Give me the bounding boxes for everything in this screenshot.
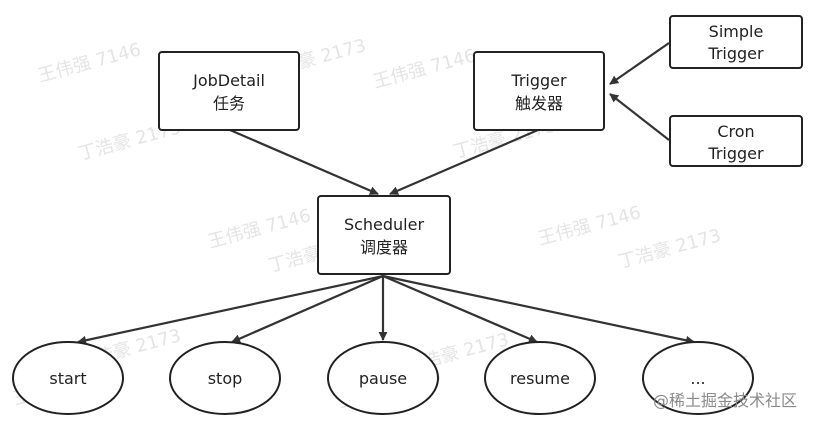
node-scheduler-title: Scheduler: [344, 215, 425, 234]
edge-trigger-to-scheduler: [389, 128, 539, 196]
edge-jobdetail-to-scheduler: [229, 128, 379, 196]
node-pause: pause: [327, 341, 439, 415]
node-stop: stop: [169, 341, 281, 415]
node-start-label: start: [49, 369, 86, 388]
watermark: 王伟强 7146: [36, 39, 143, 87]
node-cron-trigger-title: Cron: [717, 122, 754, 141]
node-trigger: Trigger 触发器: [473, 51, 605, 131]
edge-cron-trigger-to-trigger: [609, 93, 670, 141]
edge-scheduler-to-stop: [231, 274, 384, 344]
site-credit: @稀土掘金技术社区: [653, 391, 797, 410]
node-stop-label: stop: [208, 369, 243, 388]
node-resume: resume: [484, 341, 596, 415]
node-scheduler-subtitle: 调度器: [360, 238, 408, 257]
watermark: 王伟强 7146: [371, 45, 478, 93]
node-simple-trigger-title: Simple: [709, 22, 764, 41]
node-trigger-title: Trigger: [510, 71, 567, 90]
node-start: start: [12, 341, 124, 415]
node-pause-label: pause: [359, 369, 407, 388]
watermark: 丁浩豪 2173: [616, 225, 723, 273]
node-simple-trigger: Simple Trigger: [669, 15, 803, 69]
node-cron-trigger: Cron Trigger: [669, 115, 803, 167]
node-jobdetail: JobDetail 任务: [158, 51, 300, 131]
edge-scheduler-to-more: [382, 274, 695, 345]
node-jobdetail-title: JobDetail: [192, 71, 265, 90]
node-scheduler: Scheduler 调度器: [317, 195, 451, 275]
node-more: ...: [642, 341, 754, 415]
node-cron-trigger-subtitle: Trigger: [707, 144, 764, 163]
edge-scheduler-to-start: [77, 274, 384, 345]
node-trigger-subtitle: 触发器: [515, 94, 563, 113]
node-more-label: ...: [690, 369, 705, 388]
watermark: 王伟强 7146: [536, 202, 643, 250]
node-jobdetail-subtitle: 任务: [213, 94, 245, 113]
node-simple-trigger-subtitle: Trigger: [707, 44, 764, 63]
watermark: 王伟强 7146: [206, 205, 313, 253]
edge-scheduler-to-resume: [382, 274, 538, 344]
edge-layer: [77, 42, 695, 345]
edge-simple-trigger-to-trigger: [609, 42, 670, 85]
node-resume-label: resume: [510, 369, 570, 388]
